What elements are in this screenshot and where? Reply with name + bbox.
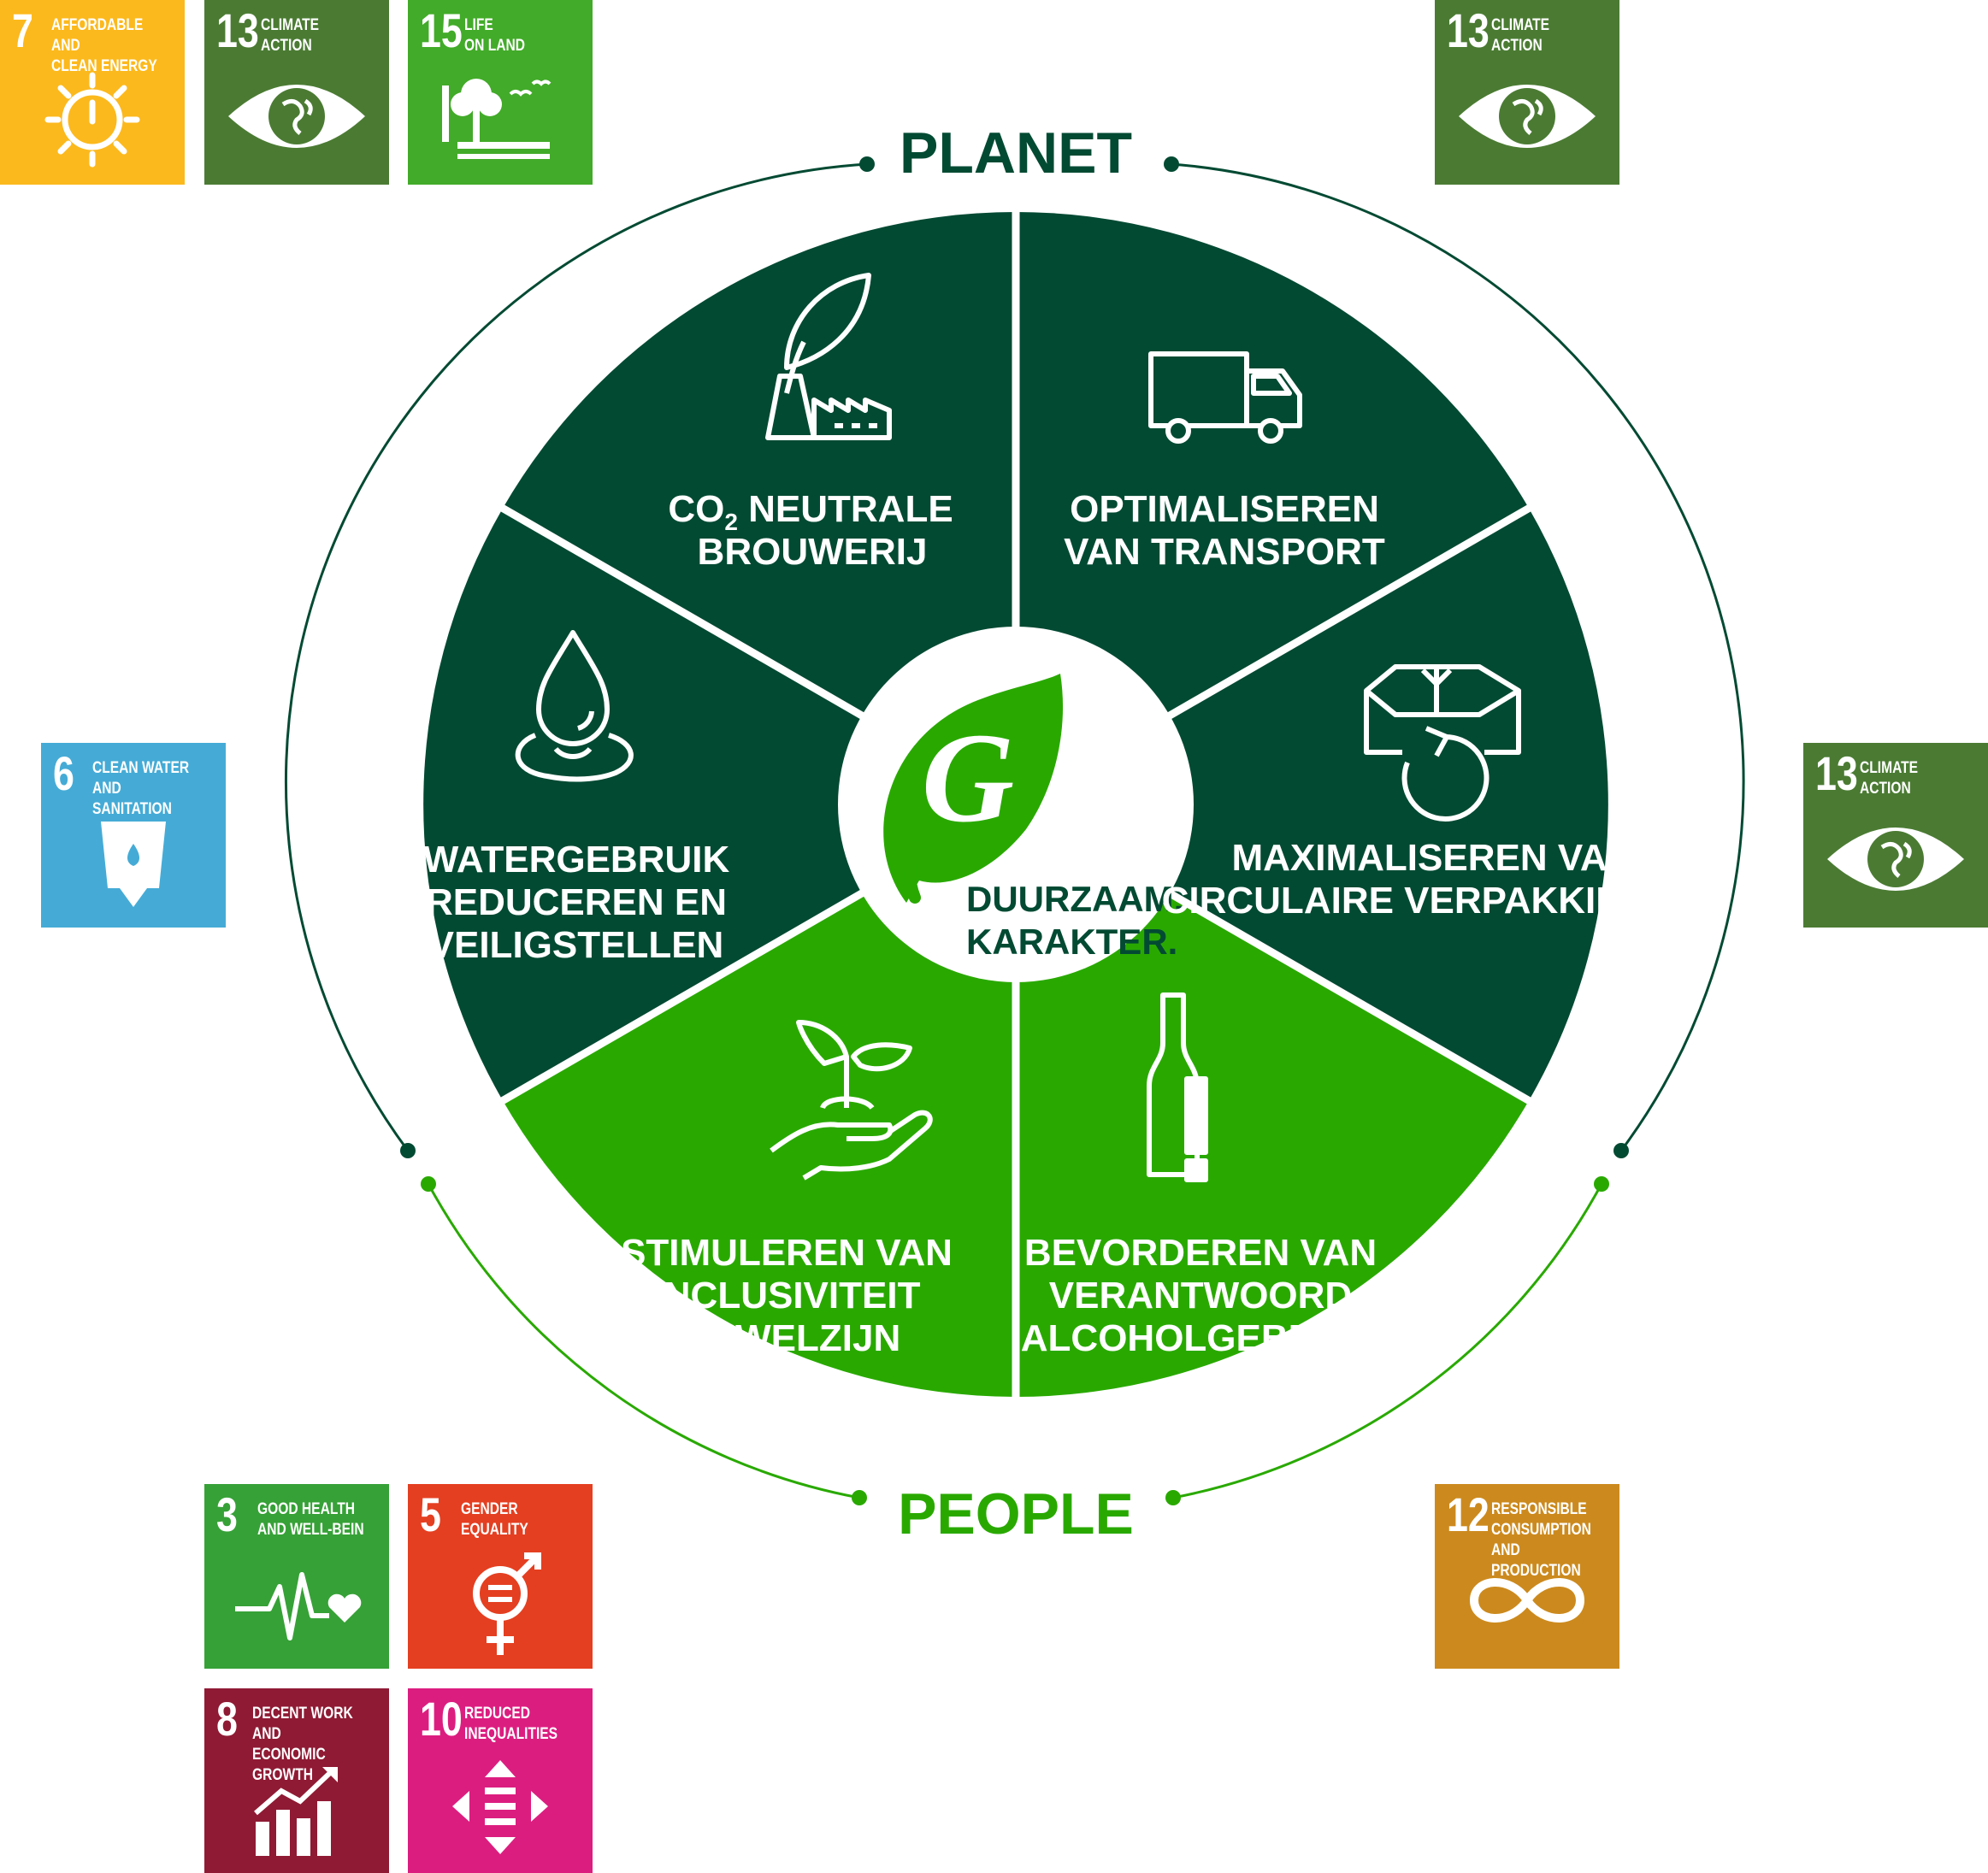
- tree-birds-icon: [408, 60, 593, 185]
- truck-icon: [1148, 351, 1302, 444]
- sdg-5-tile: 5 GENDER EQUALITY: [408, 1484, 593, 1669]
- people-label: PEOPLE: [898, 1481, 1134, 1546]
- sdg-title: CLIMATE ACTION: [1491, 16, 1550, 55]
- sdg-title: DECENT WORK AND ECONOMIC GROWTH: [252, 1705, 353, 1784]
- sdg-title: RESPONSIBLE CONSUMPTION AND PRODUCTION: [1491, 1500, 1591, 1580]
- eye-globe-icon: [1803, 803, 1988, 928]
- heartbeat-icon: [204, 1544, 389, 1669]
- eye-globe-icon: [1435, 60, 1619, 185]
- segment-inclusivity-line-2: INCLUSIVITEIT: [653, 1275, 921, 1316]
- segment-water: [423, 508, 1016, 1101]
- sdg-number: 7: [12, 3, 33, 57]
- segment-co2: [503, 212, 1016, 804]
- planet-arc-left: [284, 162, 868, 1151]
- sdg-13-tile: 13 CLIMATE ACTION: [204, 0, 389, 185]
- sun-power-icon: [0, 60, 185, 185]
- sdg-10-tile: 10 REDUCED INEQUALITIES: [408, 1688, 593, 1873]
- sdg-title: CLIMATE ACTION: [1860, 759, 1919, 798]
- segment-packaging-line-1: MAXIMALISEREN VAN: [1232, 837, 1635, 879]
- sdg-number: 13: [1447, 3, 1490, 57]
- hand-plant-icon: [770, 1020, 933, 1181]
- segment-inclusivity-line-1: STIMULEREN VAN: [621, 1232, 953, 1274]
- leaf-factory-icon: [765, 273, 892, 440]
- segment-alcohol: [1016, 804, 1529, 1397]
- sdg-15-tile: 15 LIFE ON LAND: [408, 0, 593, 185]
- growth-chart-icon: [204, 1748, 389, 1873]
- bottle-exclamation-icon: [1147, 992, 1208, 1182]
- infinity-icon: [1435, 1544, 1619, 1669]
- sdg-number: 12: [1447, 1487, 1490, 1541]
- center-line-1: DUURZAAM.: [966, 879, 1183, 919]
- segment-alcohol-line-3: ALCOHOLGEBRUIK: [1021, 1317, 1381, 1359]
- segment-transport: [1016, 212, 1529, 804]
- sdg-title: LIFE ON LAND: [464, 16, 525, 55]
- segment-water-line-1: WATERGEBRUIK: [423, 839, 730, 881]
- segment-co2-line-1: CO2 NEUTRALE: [668, 488, 953, 535]
- sdg-13-tile: 13 CLIMATE ACTION: [1435, 0, 1619, 185]
- sdg-13-tile: 13 CLIMATE ACTION: [1803, 743, 1988, 928]
- sdg-7-tile: 7 AFFORDABLE AND CLEAN ENERGY: [0, 0, 185, 185]
- sdg-number: 5: [420, 1487, 441, 1541]
- segment-water-line-3: VEILIGSTELLEN: [429, 924, 724, 966]
- sdg-number: 13: [1815, 746, 1858, 800]
- segment-transport-line-2: VAN TRANSPORT: [1064, 531, 1385, 573]
- sdg-number: 10: [420, 1692, 463, 1746]
- segment-packaging-line-2: CIRCULAIRE VERPAKKINGEN: [1162, 880, 1705, 922]
- planet-arc-right: [1171, 162, 1745, 1151]
- sdg-number: 15: [420, 3, 463, 57]
- sdg-title: CLEAN WATER AND SANITATION: [92, 759, 190, 818]
- segment-alcohol-line-2: VERANTWOORD: [1049, 1275, 1352, 1316]
- sdg-number: 13: [216, 3, 259, 57]
- sdg-number: 6: [53, 746, 74, 800]
- sdg-title: AFFORDABLE AND CLEAN ENERGY: [51, 16, 157, 75]
- people-arc-right: [1172, 1183, 1603, 1499]
- center-line-2: KARAKTER.: [966, 922, 1177, 962]
- sdg-title: GOOD HEALTH AND WELL-BEIN: [257, 1500, 364, 1539]
- segment-alcohol-line-1: BEVORDEREN VAN: [1024, 1232, 1377, 1274]
- water-drop-icon: [515, 630, 634, 782]
- water-glass-icon: [41, 803, 226, 928]
- sdg-12-tile: 12 RESPONSIBLE CONSUMPTION AND PRODUCTIO…: [1435, 1484, 1619, 1669]
- sdg-number: 3: [216, 1487, 238, 1541]
- recycle-box-icon: [1364, 664, 1521, 822]
- sdg-3-tile: 3 GOOD HEALTH AND WELL-BEIN: [204, 1484, 389, 1669]
- planet-label: PLANET: [900, 121, 1132, 186]
- sdg-title: GENDER EQUALITY: [461, 1500, 528, 1539]
- inequality-arrows-icon: [408, 1748, 593, 1873]
- segment-inclusivity-line-3: EN WELZIJN: [673, 1317, 900, 1359]
- people-arc-left: [427, 1183, 860, 1499]
- segment-transport-line-1: OPTIMALISEREN: [1070, 488, 1379, 530]
- segment-inclusivity: [503, 804, 1016, 1397]
- arc-endpoint-dots: [400, 156, 1629, 1505]
- eye-globe-icon: [204, 60, 389, 185]
- sdg-6-tile: 6 CLEAN WATER AND SANITATION: [41, 743, 226, 928]
- gender-equality-icon: [408, 1544, 593, 1669]
- segment-packaging: [1016, 508, 1608, 1101]
- segment-co2-line-2: BROUWERIJ: [698, 531, 928, 573]
- sdg-title: REDUCED INEQUALITIES: [464, 1705, 558, 1743]
- g-leaf-logo-icon: G: [883, 674, 1064, 904]
- sdg-title: CLIMATE ACTION: [261, 16, 320, 55]
- sdg-8-tile: 8 DECENT WORK AND ECONOMIC GROWTH: [204, 1688, 389, 1873]
- svg-text:G: G: [922, 707, 1014, 849]
- segment-water-line-2: REDUCEREN EN: [426, 881, 727, 923]
- sdg-number: 8: [216, 1692, 238, 1746]
